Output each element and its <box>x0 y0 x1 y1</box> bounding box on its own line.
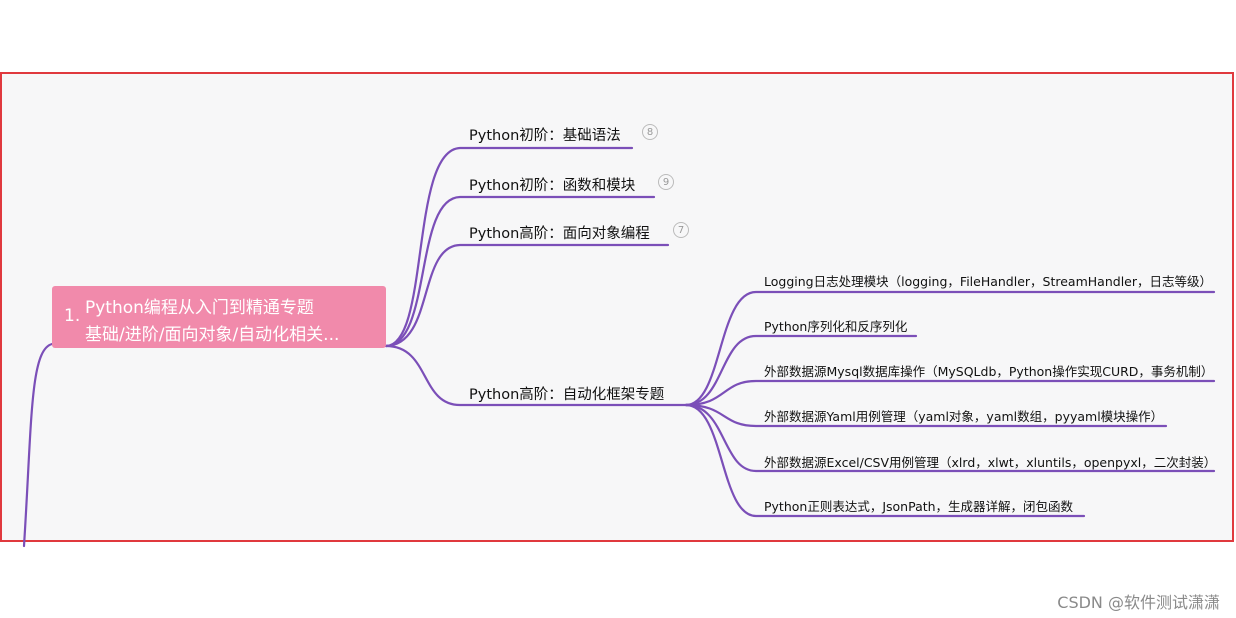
leaf-node-1[interactable]: Logging日志处理模块（logging，FileHandler，Stream… <box>764 274 1212 289</box>
leaf-node-3[interactable]: 外部数据源Mysql数据库操作（MySQLdb，Python操作实现CURD，事… <box>764 364 1214 379</box>
branch-node-3[interactable]: Python高阶：面向对象编程 <box>469 226 650 242</box>
branch-node-4[interactable]: Python高阶：自动化框架专题 <box>469 387 665 403</box>
branch-count-badge-1[interactable]: 8 <box>642 124 658 140</box>
branch-count-badge-2[interactable]: 9 <box>658 174 674 190</box>
watermark: CSDN @软件测试潇潇 <box>1057 593 1220 612</box>
root-number: 1. <box>64 306 81 326</box>
branch-node-2[interactable]: Python初阶：函数和模块 <box>469 178 636 194</box>
branch-count-badge-3[interactable]: 7 <box>673 222 689 238</box>
root-subtitle: 基础/进阶/面向对象/自动化相关... <box>85 325 340 345</box>
leaf-node-2[interactable]: Python序列化和反序列化 <box>764 319 908 334</box>
leaf-node-4[interactable]: 外部数据源Yaml用例管理（yaml对象，yaml数组，pyyaml模块操作） <box>764 409 1164 424</box>
leaf-node-6[interactable]: Python正则表达式，JsonPath，生成器详解，闭包函数 <box>764 499 1074 514</box>
leaf-node-5[interactable]: 外部数据源Excel/CSV用例管理（xlrd，xlwt，xluntils，op… <box>764 455 1217 470</box>
root-node[interactable]: 1. Python编程从入门到精通专题 基础/进阶/面向对象/自动化相关... <box>52 286 386 348</box>
branch-node-1[interactable]: Python初阶：基础语法 <box>469 128 621 144</box>
root-title: Python编程从入门到精通专题 <box>85 298 314 318</box>
